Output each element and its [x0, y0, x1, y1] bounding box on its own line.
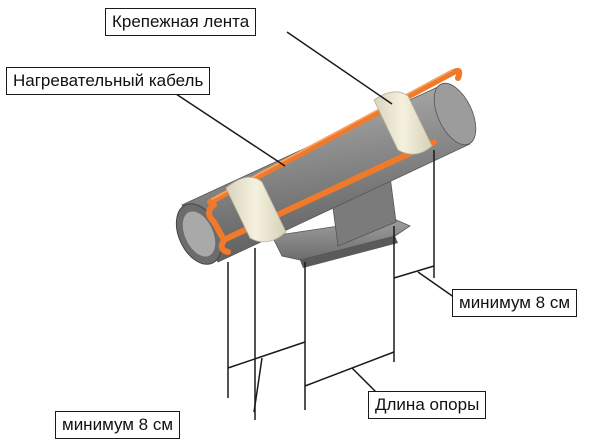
leader-lines [169, 31, 393, 167]
label-heating-cable: Нагревательный кабель [6, 67, 211, 95]
dimension-lines [227, 150, 459, 420]
mounting-tape-left [225, 176, 287, 243]
label-minimum-right: минимум 8 см [452, 289, 578, 317]
label-minimum-left: минимум 8 см [55, 411, 181, 439]
mounting-tape-right [373, 91, 433, 155]
label-support-length: Длина опоры [368, 391, 487, 419]
heating-cable [206, 67, 463, 255]
label-mounting-tape: Крепежная лента [105, 8, 257, 36]
